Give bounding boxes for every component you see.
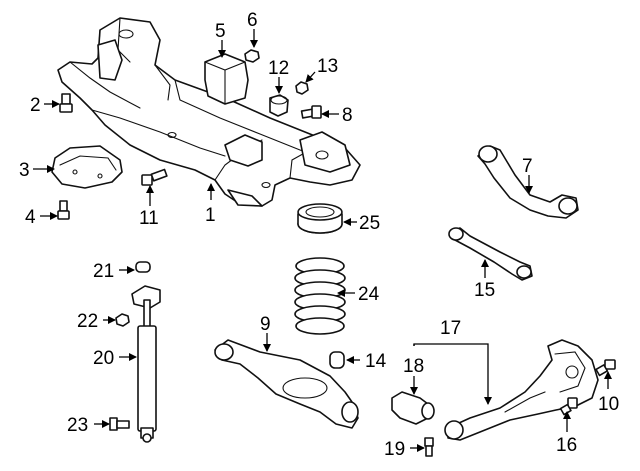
- coil-spring-24-drawing: [294, 257, 346, 335]
- callout-23: 23: [67, 415, 88, 436]
- callout-17: 17: [440, 318, 461, 339]
- bushing-12-drawing: [269, 94, 289, 117]
- nut-22-drawing: [115, 313, 130, 327]
- bushing-18-drawing: [391, 391, 435, 425]
- callout-22: 22: [77, 311, 98, 332]
- callout-21: 21: [93, 261, 114, 282]
- bracket-plate-3-drawing: [51, 145, 123, 189]
- bolt-4-drawing: [57, 200, 70, 220]
- upper-control-arm-7-drawing: [477, 145, 579, 219]
- callout-9: 9: [260, 314, 271, 335]
- callout-19: 19: [384, 439, 405, 460]
- callout-labels: 1 2 3 4 5 6 7 8 9 10 11 12 13 14 15 16 1…: [19, 10, 619, 460]
- callout-7: 7: [522, 156, 533, 177]
- spring-seat-25-drawing: [297, 203, 343, 234]
- bolt-10-drawing: [595, 359, 616, 377]
- callout-24: 24: [358, 284, 380, 305]
- mount-bushing-21-drawing: [135, 261, 151, 273]
- callout-16: 16: [556, 435, 577, 456]
- control-module-5-drawing: [204, 53, 249, 105]
- callout-12: 12: [268, 58, 289, 79]
- callout-18: 18: [403, 356, 424, 377]
- callout-25: 25: [359, 213, 380, 234]
- bolt-8-drawing: [300, 105, 322, 119]
- callout-14: 14: [365, 351, 387, 372]
- callout-5: 5: [215, 21, 226, 42]
- callout-10: 10: [598, 394, 619, 415]
- trailing-arm-knuckle-17-drawing: [444, 339, 599, 441]
- callout-8: 8: [342, 105, 353, 126]
- callout-13: 13: [317, 56, 338, 77]
- lower-control-arm-9-drawing: [214, 339, 359, 429]
- bolt-11-drawing: [141, 168, 168, 186]
- lateral-link-15-drawing: [448, 227, 533, 281]
- bolt-16-drawing: [559, 397, 578, 416]
- nut-13-drawing: [295, 81, 309, 95]
- bolt-2-drawing: [59, 93, 73, 113]
- callout-2: 2: [30, 95, 41, 116]
- callout-20: 20: [93, 348, 114, 369]
- callout-4: 4: [25, 207, 36, 228]
- leader-13: [305, 71, 316, 83]
- bolt-23-drawing: [109, 417, 130, 431]
- shock-absorber-20-drawing: [131, 285, 161, 443]
- leader-17: [413, 343, 492, 405]
- callout-3: 3: [19, 160, 30, 181]
- callout-15: 15: [474, 280, 495, 301]
- bolt-19-drawing: [424, 437, 434, 457]
- callout-11: 11: [139, 208, 159, 229]
- crossmember-subframe-drawing: [57, 17, 361, 207]
- nut-6-drawing: [244, 49, 260, 63]
- callout-6: 6: [247, 10, 258, 31]
- callout-1: 1: [205, 205, 216, 226]
- callout-leaders: [33, 29, 612, 452]
- bump-stop-14-drawing: [329, 351, 345, 369]
